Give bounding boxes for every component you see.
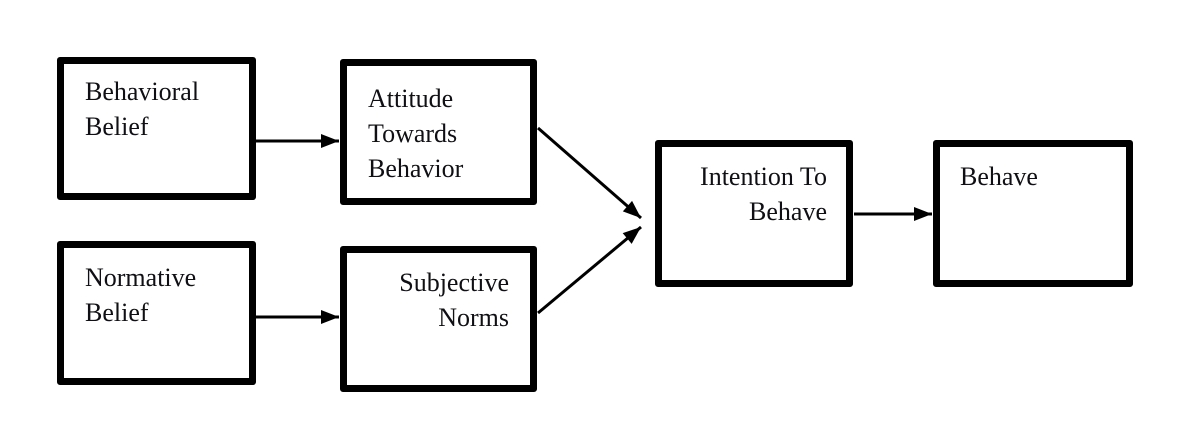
node-normative-belief: Normative Belief bbox=[57, 241, 256, 385]
node-behavioral-belief: Behavioral Belief bbox=[57, 57, 256, 200]
node-attitude-towards-behavior: Attitude Towards Behavior bbox=[340, 59, 537, 205]
node-behave: Behave bbox=[933, 140, 1133, 287]
node-label-line: Behave bbox=[960, 162, 1038, 191]
node-label-line: Norms bbox=[438, 303, 509, 332]
node-label-line: Attitude bbox=[368, 84, 454, 113]
node-label-line: Normative bbox=[85, 263, 197, 292]
arrow-attitude-to-intention bbox=[537, 126, 642, 220]
node-label-line: Belief bbox=[85, 112, 149, 141]
node-label-line: Towards bbox=[368, 119, 458, 148]
node-label-line: Intention To bbox=[700, 162, 827, 191]
node-label-line: Behavioral bbox=[85, 77, 200, 106]
node-label-line: Subjective bbox=[399, 268, 509, 297]
node-intention-to-behave: Intention To Behave bbox=[655, 140, 853, 287]
node-label-line: Behave bbox=[749, 197, 827, 226]
node-subjective-norms: Subjective Norms bbox=[340, 246, 537, 392]
node-label-line: Belief bbox=[85, 298, 149, 327]
arrow-subjective-norms-to-intention bbox=[537, 225, 642, 315]
node-label-line: Behavior bbox=[368, 154, 464, 183]
